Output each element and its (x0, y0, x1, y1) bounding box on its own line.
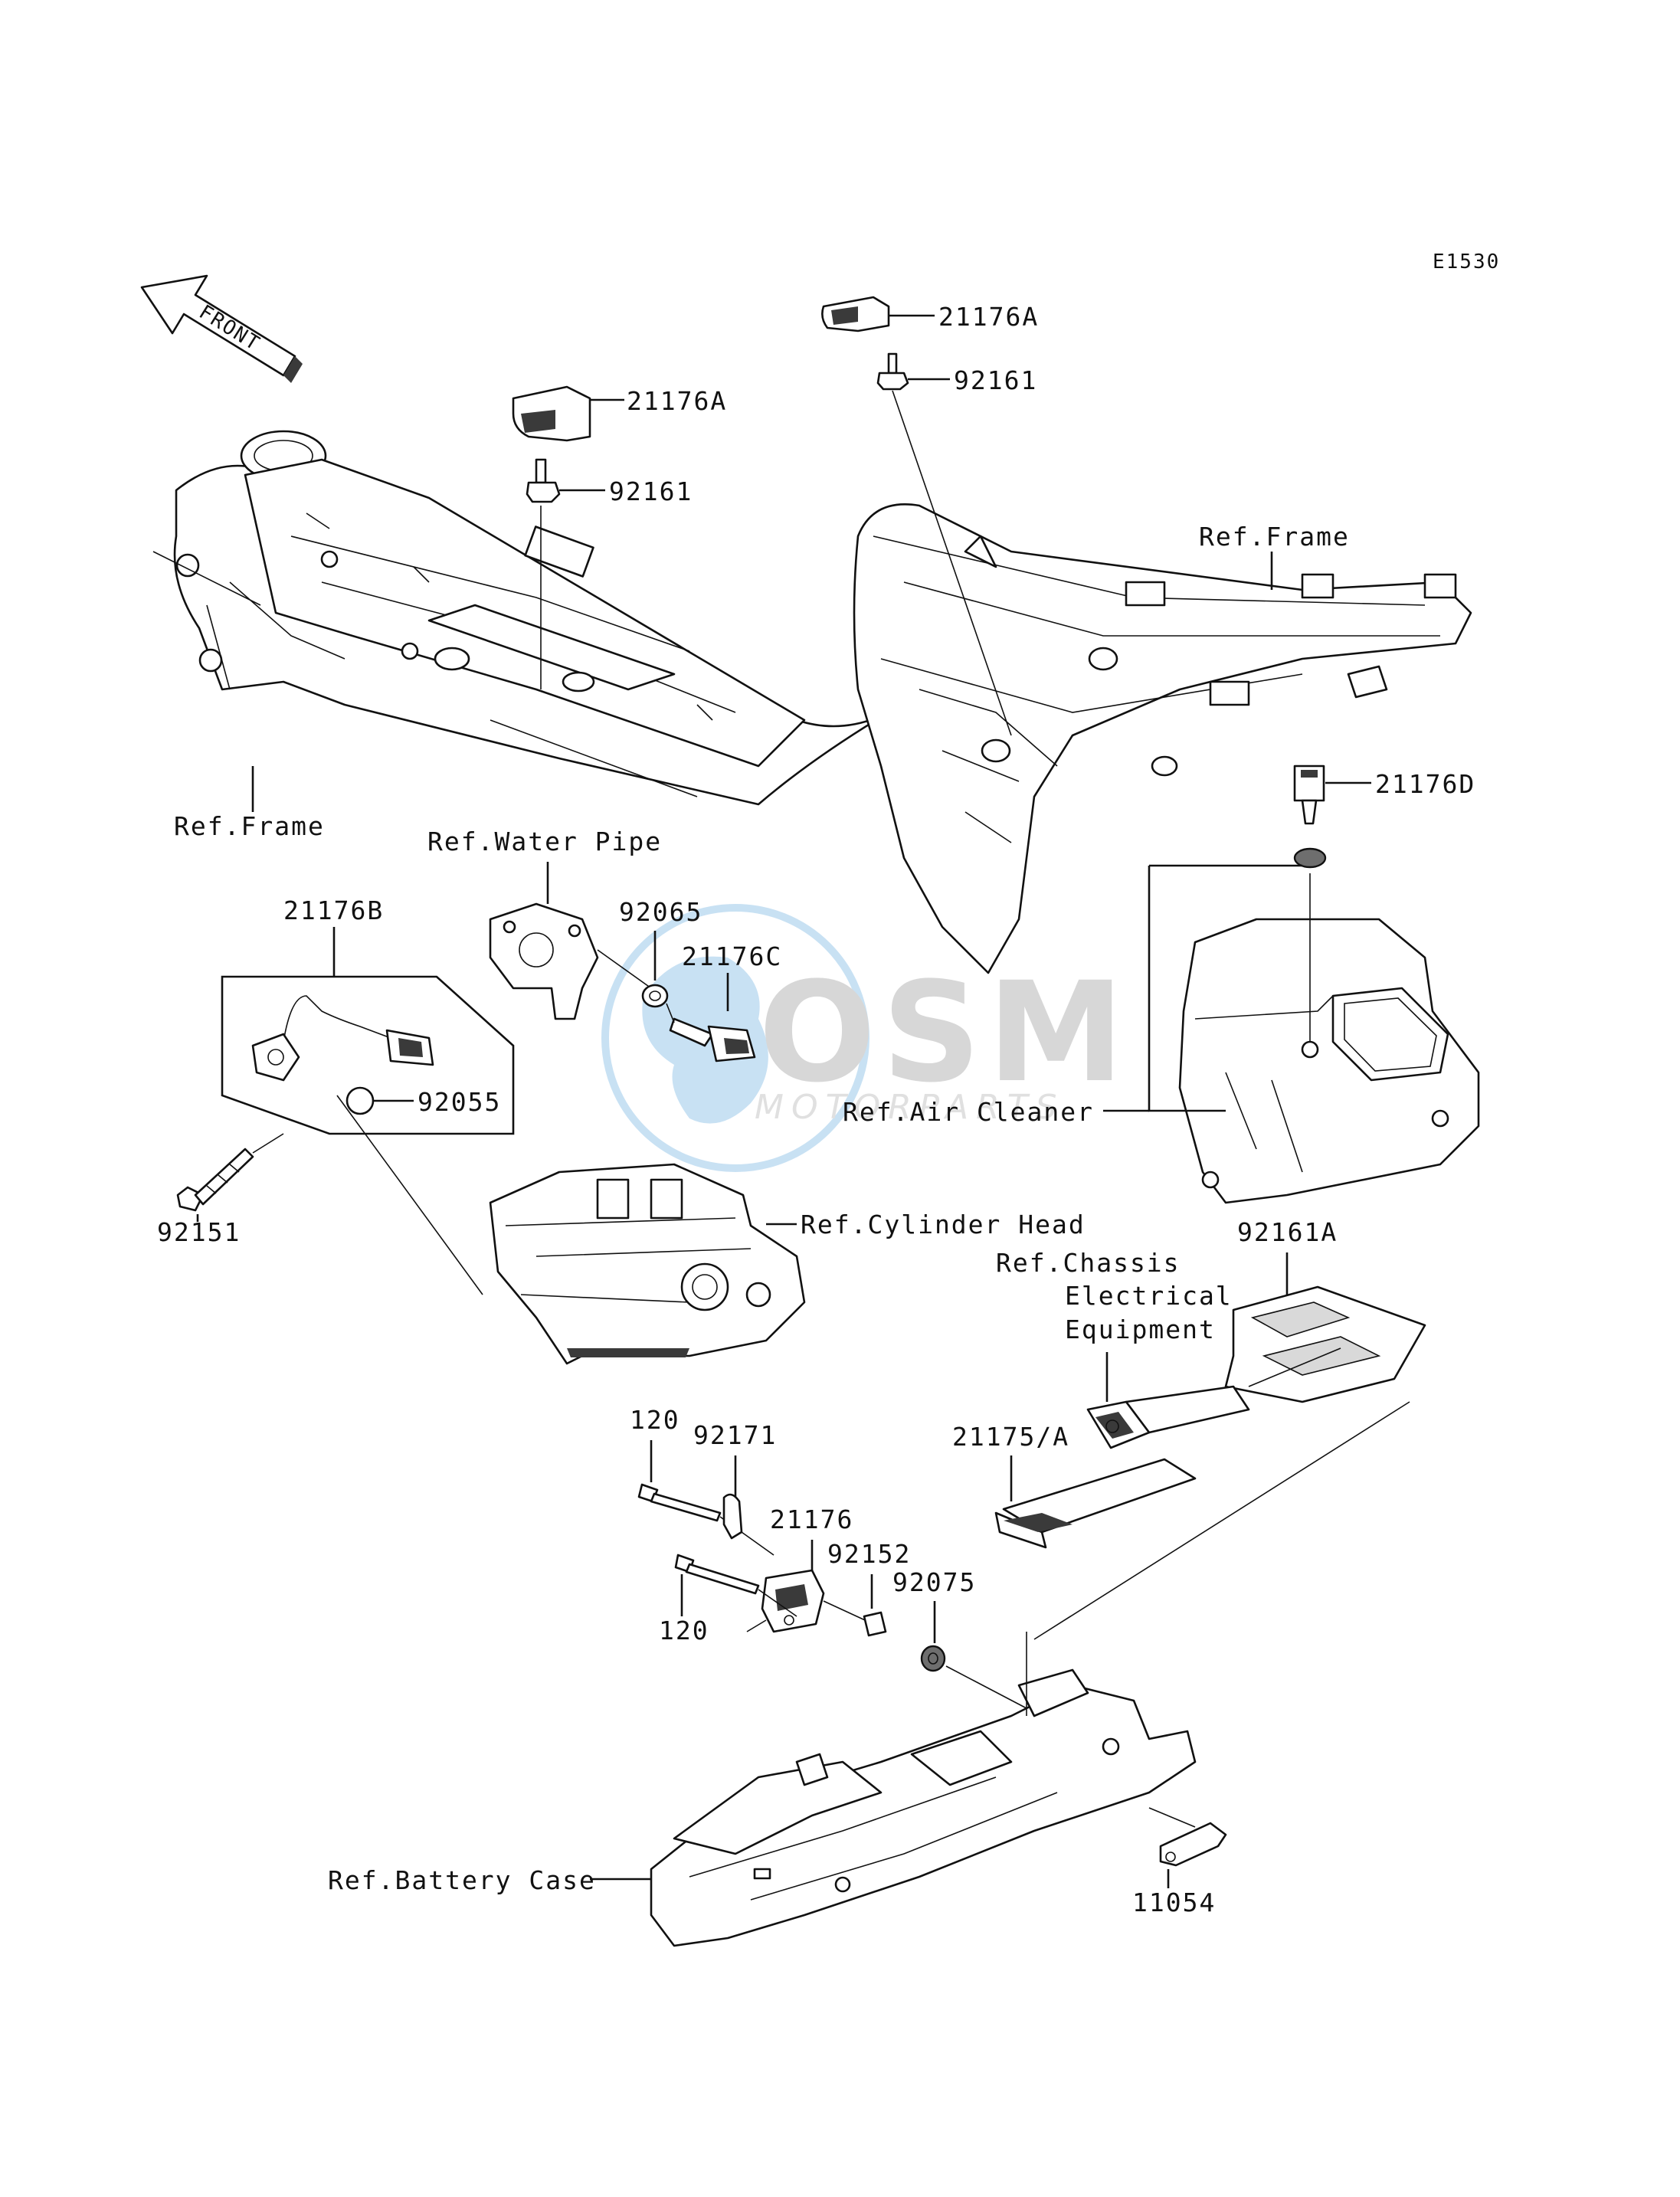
ref-air-cleaner: Ref.Air Cleaner (843, 1097, 1094, 1127)
part-92065: 92065 (619, 897, 702, 927)
bolt-120-bottom (674, 1554, 760, 1595)
sensor-21176A-right (821, 296, 890, 332)
bolt-92161-left (526, 458, 561, 503)
part-21176A-right: 21176A (938, 302, 1039, 332)
ref-frame-left: Ref.Frame (174, 811, 325, 841)
clamp-11054 (1159, 1822, 1227, 1867)
grommet-21176D (1293, 847, 1327, 869)
cylinder-head-drawing (489, 1163, 806, 1365)
part-120-bottom: 120 (659, 1616, 709, 1645)
ecu-upper (1086, 1385, 1250, 1449)
part-120-top: 120 (630, 1405, 680, 1435)
sensor-21176B (251, 995, 434, 1082)
water-pipe-drawing (489, 902, 599, 1020)
part-21176D: 21176D (1375, 769, 1475, 799)
part-21176B: 21176B (283, 895, 384, 925)
watermark: OSM MOTORPARTS (601, 904, 1131, 1172)
bolt-92161-right (876, 352, 909, 391)
battery-case-drawing (650, 1668, 1197, 1947)
clamp-92171 (722, 1493, 743, 1540)
sensor-21176 (761, 1569, 825, 1633)
grommet-92075 (920, 1645, 946, 1672)
ref-cylinder-head: Ref.Cylinder Head (801, 1210, 1086, 1239)
air-cleaner-drawing (1178, 873, 1480, 1204)
part-92151: 92151 (157, 1217, 241, 1247)
ref-water-pipe: Ref.Water Pipe (427, 827, 662, 856)
part-21176A-left: 21176A (627, 386, 727, 416)
watermark-globe (601, 904, 869, 1172)
part-21176C: 21176C (682, 941, 782, 971)
bolt-120-top (637, 1483, 722, 1522)
part-92152: 92152 (827, 1539, 911, 1569)
bolt-92151 (176, 1148, 254, 1212)
washer-92065 (641, 984, 669, 1008)
left-frame-drawing (152, 430, 890, 806)
part-92161-left: 92161 (609, 476, 693, 506)
sensor-21176A-left (512, 385, 591, 442)
part-92161A: 92161A (1237, 1217, 1338, 1247)
part-21176: 21176 (770, 1505, 853, 1534)
part-92171: 92171 (693, 1420, 777, 1450)
part-92161-right: 92161 (954, 365, 1037, 395)
part-92075: 92075 (892, 1567, 976, 1597)
ref-chassis-line3: Equipment (1065, 1315, 1216, 1344)
part-11054: 11054 (1132, 1888, 1216, 1917)
bracket-92161A (1224, 1285, 1426, 1403)
spacer-92152 (863, 1611, 887, 1637)
diagram-code: E1530 (1433, 250, 1500, 273)
part-21175A: 21175/A (952, 1422, 1069, 1452)
ref-chassis-line2: Electrical (1065, 1281, 1233, 1311)
part-21176B-bracket (221, 975, 515, 1135)
ecu-lower (994, 1458, 1197, 1549)
ref-chassis-line1: Ref.Chassis (996, 1248, 1181, 1278)
sensor-21176D (1293, 765, 1325, 825)
front-arrow: FRONT (140, 274, 303, 383)
sensor-21176C (669, 1017, 756, 1062)
ref-battery-case: Ref.Battery Case (328, 1865, 596, 1895)
oring-92055 (345, 1086, 375, 1115)
ref-frame-right: Ref.Frame (1199, 522, 1350, 552)
part-92055: 92055 (418, 1087, 501, 1117)
watermark-subtext: MOTORPARTS (755, 1088, 1065, 1127)
watermark-logo: OSM (758, 953, 1131, 1113)
right-frame-drawing (853, 503, 1472, 974)
